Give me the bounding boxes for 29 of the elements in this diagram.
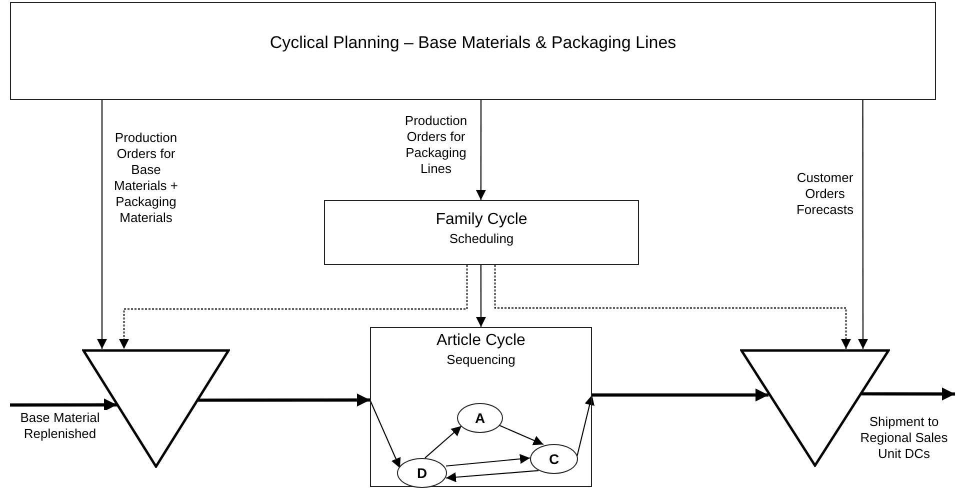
box-subtitle: Sequencing [446,352,516,367]
box-title: Cyclical Planning – Base Materials & Packaging Lines [270,33,676,53]
dotted-arrow [494,265,851,349]
arrow [446,470,539,482]
box-title: Family Cycle [436,211,528,229]
arrow [476,100,486,200]
dotted-arrow [119,265,468,349]
arrow [576,394,594,457]
arrow [861,387,955,400]
arrow [198,394,370,407]
state-ellipse [397,458,447,488]
box-subtitle: Scheduling [449,231,514,246]
node-letter: C [548,451,560,467]
box-title: Article Cycle [436,332,526,350]
arrow [858,100,868,349]
planning-band [10,2,936,100]
node-letter: A [474,410,486,426]
arrow [424,426,462,458]
arrow [370,400,401,468]
process-box [324,200,639,265]
node-letter: D [416,465,428,481]
arrow [476,265,486,327]
state-ellipse [457,403,503,433]
process-box [370,327,592,487]
arrow [97,100,107,349]
state-ellipse [530,444,578,474]
arrow [10,398,117,412]
arrow [592,388,768,402]
arrow [446,454,530,467]
